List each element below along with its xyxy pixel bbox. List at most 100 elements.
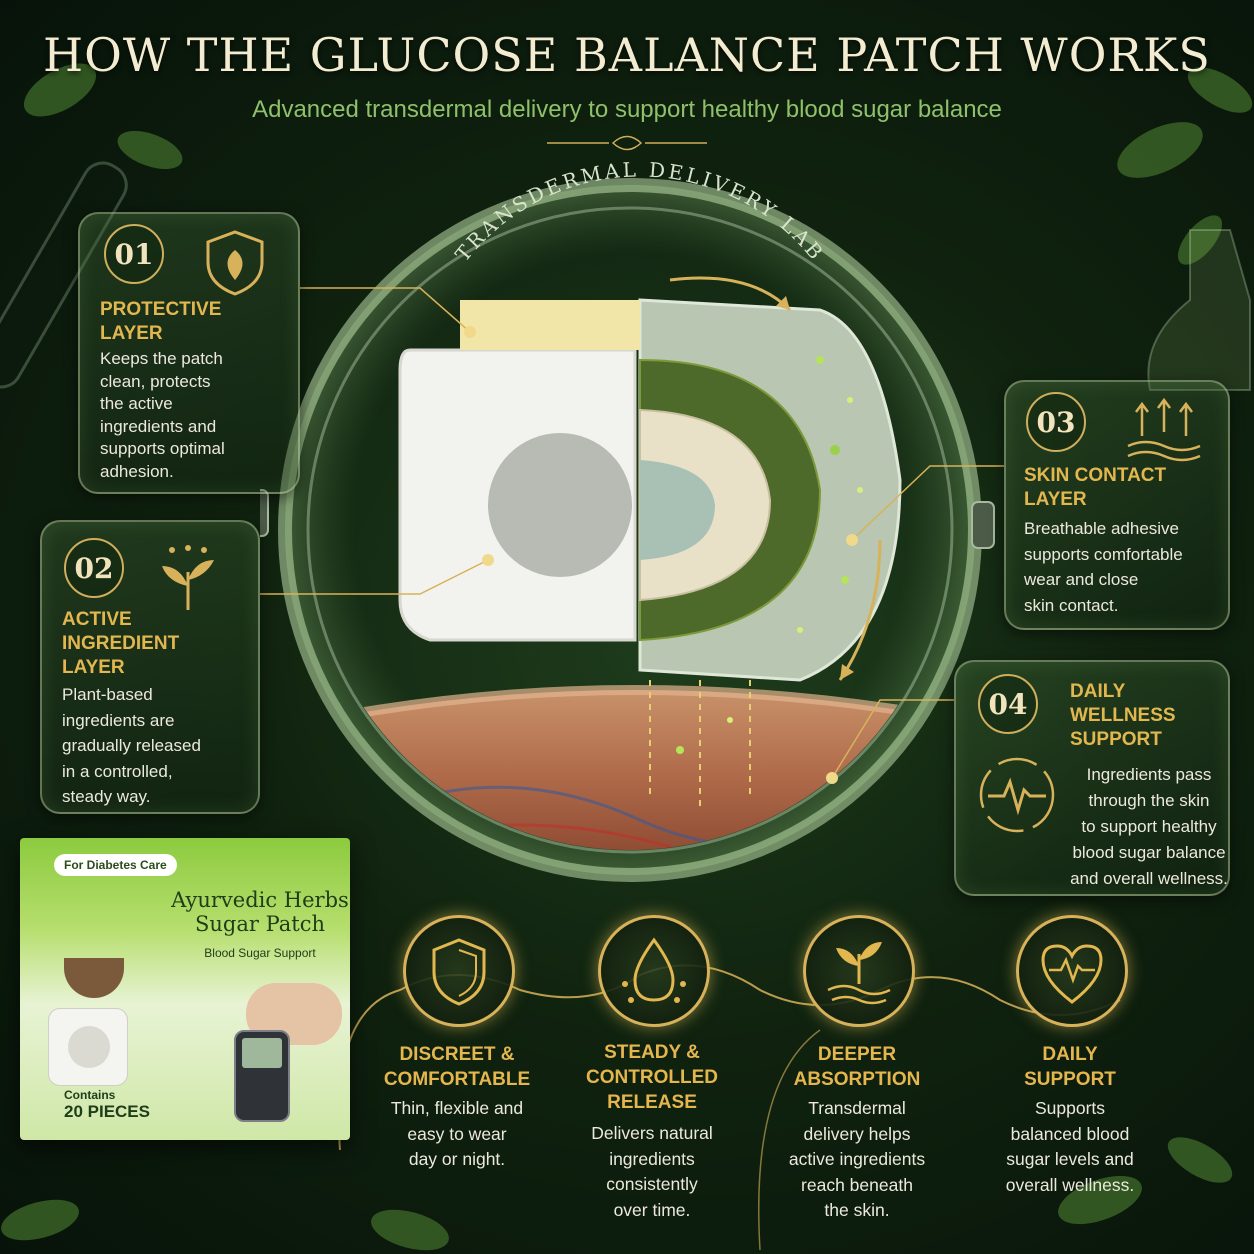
transdermal-lab-illustration: TRANSDERMAL DELIVERY LAB bbox=[260, 160, 995, 882]
step-description: Ingredients pass through the skin to sup… bbox=[1068, 762, 1230, 892]
benefit-icon-ring bbox=[598, 915, 710, 1027]
leaf-ornament-icon bbox=[547, 135, 707, 151]
step-description: Keeps the patch clean, protects the acti… bbox=[100, 348, 225, 483]
step-description-line: Keeps the patch bbox=[100, 349, 223, 368]
sprout-droplets-icon bbox=[162, 545, 214, 610]
step-description-line: skin contact. bbox=[1024, 595, 1119, 615]
benefit-icon-ring bbox=[1016, 915, 1128, 1027]
product-tagline: Blood Sugar Support bbox=[204, 946, 316, 960]
benefit-description: Delivers natural ingredients consistentl… bbox=[557, 1121, 747, 1223]
shield-icon bbox=[432, 938, 486, 1006]
product-contains-label: Contains bbox=[64, 1088, 116, 1102]
page-title: HOW THE GLUCOSE BALANCE PATCH WORKS bbox=[43, 28, 1211, 82]
heart-pulse-icon bbox=[1041, 944, 1103, 1004]
step-description: Breathable adhesive supports comfortable… bbox=[1024, 516, 1183, 618]
step-title-line: LAYER bbox=[100, 323, 163, 344]
benefit-title: DISCREET & COMFORTABLE bbox=[362, 1042, 552, 1092]
step-description-line: steady way. bbox=[62, 787, 151, 806]
step-title: DAILY WELLNESS SUPPORT bbox=[1070, 680, 1176, 752]
step-number: 01 bbox=[104, 224, 164, 284]
benefit-title-line: RELEASE bbox=[607, 1092, 697, 1113]
benefit-description-line: Supports bbox=[1034, 1098, 1106, 1118]
benefit-description-line: consistently bbox=[606, 1174, 698, 1194]
step-description-line: ingredients and bbox=[100, 416, 217, 436]
step-title-line: PROTECTIVE bbox=[100, 299, 222, 320]
product-box: For Diabetes Care Ayurvedic Herbs Sugar … bbox=[20, 838, 350, 1140]
skin-absorption-arrows-icon bbox=[1127, 397, 1201, 462]
step-title: SKIN CONTACT LAYER bbox=[1024, 464, 1166, 512]
benefit-title: STEADY & CONTROLLED RELEASE bbox=[557, 1040, 747, 1115]
benefit-description-line: delivery helps bbox=[803, 1123, 911, 1144]
step-description-line: Plant-based bbox=[62, 685, 153, 704]
patch-center-icon bbox=[68, 1026, 110, 1068]
benefit-title-line: CONTROLLED bbox=[586, 1067, 718, 1088]
benefit-description-line: sugar levels and bbox=[1006, 1149, 1134, 1169]
step-description-line: in a controlled, bbox=[62, 761, 173, 781]
step-title-line: SKIN CONTACT bbox=[1024, 465, 1167, 486]
step-description-line: wear and close bbox=[1024, 570, 1139, 589]
step-title-line: WELLNESS bbox=[1070, 705, 1176, 726]
benefit-description: Thin, flexible and easy to wear day or n… bbox=[362, 1096, 552, 1173]
step-title-line: LAYER bbox=[1024, 489, 1087, 510]
step-title-line: LAYER bbox=[62, 657, 125, 678]
step-title-line: SUPPORT bbox=[1070, 729, 1162, 750]
step-title-line: INGREDIENT bbox=[62, 633, 180, 654]
benefit-title-line: DISCREET & bbox=[399, 1044, 515, 1065]
step-description-line: to support healthy bbox=[1081, 817, 1217, 836]
step-title: ACTIVE INGREDIENT LAYER bbox=[62, 608, 179, 680]
heartbeat-cycle-icon bbox=[979, 757, 1055, 833]
benefit-title-line: STEADY & bbox=[604, 1042, 700, 1063]
step-title-line: ACTIVE bbox=[62, 609, 132, 630]
benefit-title: DEEPER ABSORPTION bbox=[762, 1042, 952, 1092]
step-title-line: DAILY bbox=[1070, 681, 1126, 702]
benefit-description-line: balanced blood bbox=[1010, 1123, 1130, 1144]
benefit-description-line: overall wellness. bbox=[1005, 1174, 1135, 1195]
glucose-meter-screen bbox=[242, 1038, 282, 1068]
benefit-title-line: COMFORTABLE bbox=[383, 1069, 531, 1090]
droplet-icon bbox=[622, 937, 686, 1003]
step-description-line: the active bbox=[100, 394, 173, 413]
benefit-description-line: Thin, flexible and bbox=[390, 1098, 524, 1118]
benefit-description-line: Delivers natural bbox=[591, 1123, 713, 1143]
step-description-line: through the skin bbox=[1088, 791, 1210, 810]
step-number: 03 bbox=[1026, 392, 1086, 452]
step-number: 02 bbox=[64, 538, 124, 598]
step-description: Plant-based ingredients are gradually re… bbox=[62, 682, 201, 810]
step-description-line: supports optimal bbox=[100, 439, 225, 458]
benefit-description: Transdermal delivery helps active ingred… bbox=[762, 1096, 952, 1224]
step-card-protective-layer: 01 PROTECTIVE LAYER Keeps the patch clea… bbox=[78, 212, 300, 494]
benefit-description-line: active ingredients bbox=[788, 1149, 926, 1169]
benefit-title: DAILY SUPPORT bbox=[975, 1042, 1165, 1092]
shield-leaf-icon bbox=[206, 230, 264, 296]
step-card-skin-contact-layer: 03 SKIN CONTACT LAYER Breathable adhesiv… bbox=[1004, 380, 1230, 630]
step-card-active-ingredient-layer: 02 ACTIVE INGREDIENT LAYER Plant-based i… bbox=[40, 520, 260, 814]
product-name-line: Ayurvedic Herbs bbox=[171, 888, 349, 912]
step-title: PROTECTIVE LAYER bbox=[100, 298, 221, 346]
sprout-waves-icon bbox=[827, 942, 891, 1005]
step-description-line: gradually released bbox=[62, 736, 201, 755]
benefit-description-line: the skin. bbox=[824, 1200, 890, 1220]
step-description-line: supports comfortable bbox=[1024, 544, 1183, 564]
product-badge: For Diabetes Care bbox=[54, 854, 177, 876]
benefit-description: Supports balanced blood sugar levels and… bbox=[975, 1096, 1165, 1198]
benefit-title-line: DAILY bbox=[1042, 1044, 1098, 1065]
step-description-line: and overall wellness. bbox=[1070, 869, 1228, 888]
step-description-line: adhesion. bbox=[100, 461, 174, 481]
page-subtitle: Advanced transdermal delivery to support… bbox=[252, 96, 1002, 123]
step-description-line: clean, protects bbox=[100, 371, 211, 391]
benefit-description-line: over time. bbox=[613, 1199, 691, 1220]
step-card-daily-wellness-support: 04 DAILY WELLNESS SUPPORT Ingredients pa… bbox=[954, 660, 1230, 896]
step-description-line: ingredients are bbox=[62, 710, 175, 730]
herb-mortar-icon bbox=[64, 958, 124, 998]
product-name: Ayurvedic Herbs Sugar Patch bbox=[170, 888, 350, 936]
benefit-description-line: Transdermal bbox=[808, 1098, 906, 1118]
benefit-title-line: SUPPORT bbox=[1024, 1069, 1116, 1090]
benefit-title-line: DEEPER bbox=[817, 1044, 897, 1065]
benefit-description-line: easy to wear bbox=[407, 1123, 507, 1144]
benefit-description-line: day or night. bbox=[408, 1149, 506, 1169]
benefit-title-line: ABSORPTION bbox=[793, 1069, 921, 1090]
step-description-line: blood sugar balance bbox=[1072, 843, 1226, 862]
step-description-line: Ingredients pass bbox=[1086, 765, 1212, 784]
product-name-line: Sugar Patch bbox=[194, 912, 326, 936]
